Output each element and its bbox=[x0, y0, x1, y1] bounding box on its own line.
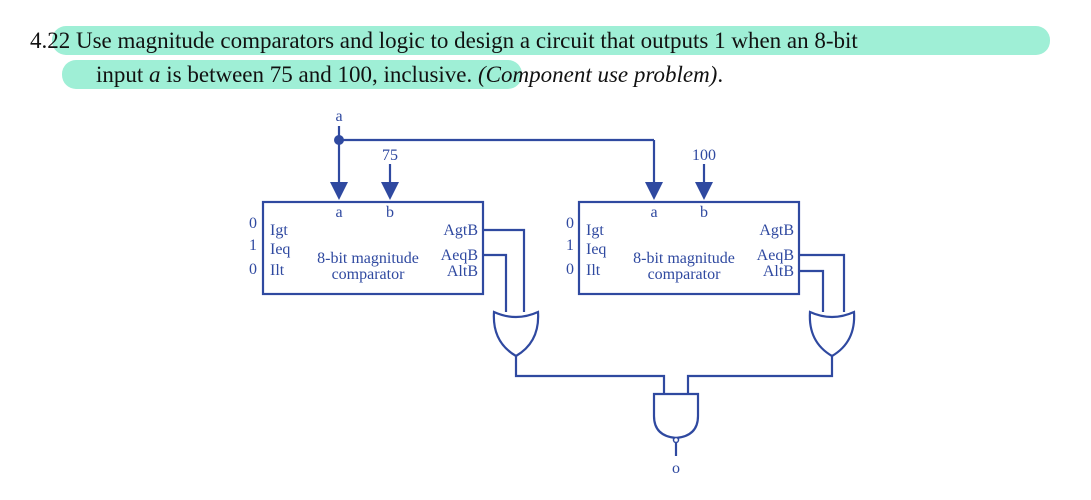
comp2-val-lt: 0 bbox=[566, 261, 574, 278]
or-gate-1 bbox=[492, 310, 540, 358]
problem-line-2: input a is between 75 and 100, inclusive… bbox=[96, 58, 723, 92]
or-gate-2 bbox=[808, 310, 856, 358]
comp2-out-lt: AltB bbox=[763, 263, 794, 280]
highlight-line-1 bbox=[52, 26, 1050, 55]
problem-line-1: 4.22 Use magnitude comparators and logic… bbox=[30, 24, 858, 58]
bus-junction bbox=[334, 135, 344, 145]
comp2-title-2: comparator bbox=[648, 266, 722, 283]
comp2-port-b: b bbox=[700, 204, 708, 221]
comp1-val-gt: 0 bbox=[249, 215, 257, 232]
comp2-val-eq: 1 bbox=[566, 237, 574, 254]
input-a-label: a bbox=[335, 108, 342, 125]
comp2-in-eq: Ieq bbox=[586, 241, 606, 258]
comp1-in-gt: Igt bbox=[270, 222, 288, 239]
comp2-out-gt: AgtB bbox=[759, 222, 794, 239]
output-bubble bbox=[672, 436, 680, 444]
comp2-const-b: 100 bbox=[692, 147, 716, 164]
problem-variable: a bbox=[149, 62, 161, 87]
comp1-out-lt: AltB bbox=[447, 263, 478, 280]
comp1-out-gt: AgtB bbox=[443, 222, 478, 239]
and-gate bbox=[652, 392, 700, 440]
arrow-a-comp1 bbox=[330, 182, 348, 200]
comp1-port-b: b bbox=[386, 204, 394, 221]
wire-or2-to-and bbox=[686, 356, 834, 394]
comp1-val-eq: 1 bbox=[249, 237, 257, 254]
output-o-label: o bbox=[672, 460, 680, 477]
problem-note: (Component use problem) bbox=[478, 62, 718, 87]
comp1-port-a: a bbox=[335, 204, 342, 221]
comp1-const-b: 75 bbox=[382, 147, 398, 164]
comp1-val-lt: 0 bbox=[249, 261, 257, 278]
highlight-line-2 bbox=[62, 60, 522, 89]
problem-text-1: Use magnitude comparators and logic to d… bbox=[70, 28, 858, 53]
comp2-in-lt: Ilt bbox=[586, 262, 601, 279]
wire-agtb-1 bbox=[483, 228, 526, 312]
comp1-in-lt: Ilt bbox=[270, 262, 285, 279]
wire-or1-to-and bbox=[514, 356, 666, 394]
comp1-title-1: 8-bit magnitude bbox=[317, 250, 419, 267]
comp2-val-gt: 0 bbox=[566, 215, 574, 232]
comp1-out-eq: AeqB bbox=[441, 247, 478, 264]
wire-aeqb-2 bbox=[799, 253, 846, 312]
problem-text-2a: input bbox=[96, 62, 150, 87]
comp2-in-gt: Igt bbox=[586, 222, 604, 239]
arrow-b-comp1 bbox=[381, 182, 399, 200]
problem-end: . bbox=[717, 62, 724, 87]
comp1-in-eq: Ieq bbox=[270, 241, 290, 258]
arrow-b-comp2 bbox=[695, 182, 713, 200]
comp2-title-1: 8-bit magnitude bbox=[633, 250, 735, 267]
comp2-port-a: a bbox=[650, 204, 657, 221]
wire-aeqb-1 bbox=[483, 253, 508, 312]
comp2-out-eq: AeqB bbox=[757, 247, 794, 264]
comparator-2-box bbox=[577, 200, 801, 296]
problem-text-2b: is between 75 and 100, inclusive. bbox=[160, 62, 478, 87]
wire-altb-2 bbox=[799, 269, 825, 312]
comp1-title-2: comparator bbox=[332, 266, 406, 283]
problem-number: 4.22 bbox=[30, 28, 71, 53]
arrow-a-comp2 bbox=[645, 182, 663, 200]
comparator-1-box bbox=[261, 200, 485, 296]
